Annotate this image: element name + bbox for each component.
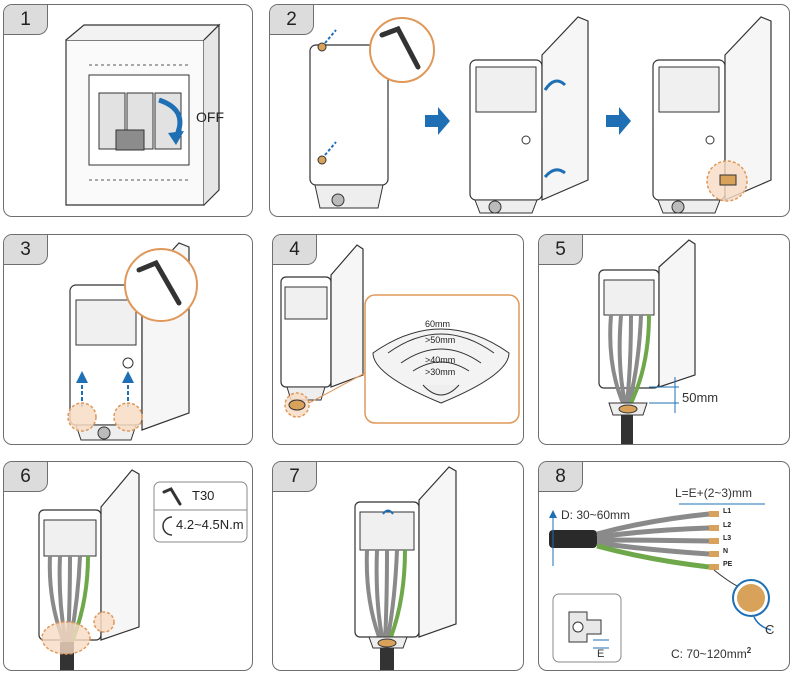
lug-cross-section-text: C: 70~120mm: [671, 647, 747, 661]
bracket-removal-illustration: [67, 242, 198, 441]
size-40: >40mm: [425, 355, 456, 365]
tool-label: T30: [192, 488, 215, 503]
conductor-n: N: [723, 548, 729, 555]
grommet-cut-illustration: [280, 244, 520, 424]
lug-exponent: 2: [746, 646, 752, 655]
cover-reinstall-illustration: [354, 466, 457, 670]
step-5-panel: 5 50mm: [538, 234, 790, 445]
lug-cross-section: C: 70~120mm2: [671, 646, 751, 661]
step-3-panel: 3: [3, 234, 253, 445]
step-4-panel: 4 60mm >50mm >40mm >30mm: [272, 234, 524, 445]
step-number: 4: [273, 235, 317, 265]
step-number: 2: [270, 5, 314, 35]
conductor-l3: L3: [723, 535, 732, 542]
lug-label: C: [765, 622, 775, 637]
breaker-illustration: [65, 23, 221, 206]
diameter-label: D: 30~60mm: [561, 508, 631, 522]
conductor-pe: PE: [723, 561, 733, 568]
step-7-panel: 7: [272, 461, 524, 671]
length-formula: L=E+(2~3)mm: [675, 486, 753, 500]
step-number: 7: [273, 462, 317, 492]
size-50: >50mm: [425, 335, 456, 345]
off-label: OFF: [196, 109, 224, 125]
conductor-l2: L2: [723, 522, 732, 529]
conductor-l1: L1: [723, 508, 732, 515]
step-number: 3: [4, 235, 48, 265]
step-8-panel: 8 L=E+(2~3)mm D: 30~60mm L1 L2 L3 N PE C…: [538, 461, 790, 671]
cable-insert-illustration: [598, 239, 696, 444]
step-1-panel: 1 OFF: [3, 4, 253, 217]
strip-length-label: E: [597, 648, 605, 660]
step-2-panel: 2: [269, 4, 790, 217]
strip-dimension: 50mm: [682, 390, 719, 405]
step-number: 1: [4, 5, 48, 35]
size-60: 60mm: [425, 319, 451, 329]
terminal-tighten-illustration: [38, 469, 248, 670]
step-number: 5: [539, 235, 583, 265]
cover-removal-illustration: [309, 16, 772, 214]
torque-label: 4.2~4.5N.m: [176, 517, 244, 532]
step-6-panel: 6 T30 4.2~4.5N.m: [3, 461, 253, 671]
step-number: 6: [4, 462, 48, 492]
cable-preparation-illustration: [549, 503, 772, 663]
size-30: >30mm: [425, 367, 456, 377]
step-number: 8: [539, 462, 583, 492]
